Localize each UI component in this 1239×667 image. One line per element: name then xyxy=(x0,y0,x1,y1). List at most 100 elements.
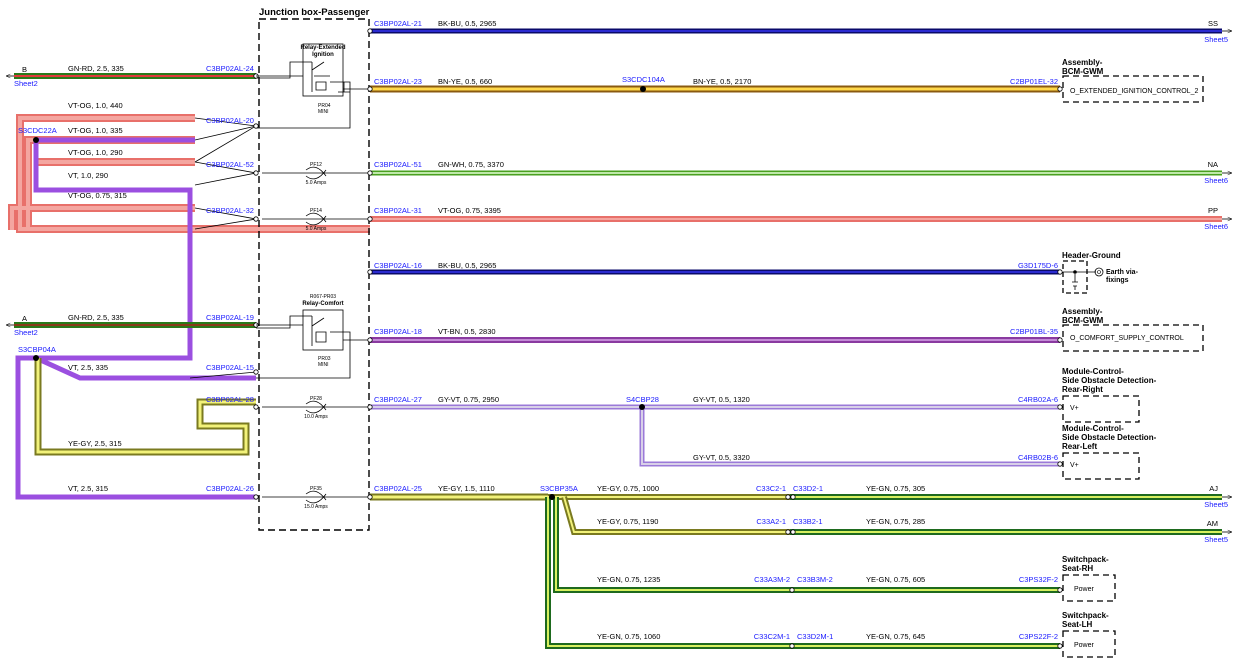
pin-label-20: C3BP02AL-20 xyxy=(206,116,254,125)
connector-label-c4rb6: C4RB02A-6 xyxy=(1018,395,1058,404)
wire-label-gn605: YE-GN, 0.75, 605 xyxy=(866,575,925,584)
connector-label-c33b3m2: C33B3M-2 xyxy=(797,575,833,584)
fuse-pf14-rating: 5.0 Amps xyxy=(306,226,327,232)
wire-label-w23a: BN-YE, 0.5, 660 xyxy=(438,77,492,86)
wires-right xyxy=(370,28,1222,649)
relay-extended-title-2: Ignition xyxy=(312,52,334,58)
wire-label-gn1235: YE-GN, 0.75, 1235 xyxy=(597,575,660,584)
wire-vt-og-group xyxy=(8,114,370,233)
splice-label-s2: S3CDC22A xyxy=(18,126,57,135)
ground-title: Header-Ground xyxy=(1062,251,1121,260)
wire-label-gn285: YE-GN, 0.75, 285 xyxy=(866,517,925,526)
pin-label-24: C3BP02AL-24 xyxy=(206,64,254,73)
seat-lh-pin-text: Power xyxy=(1074,642,1095,649)
connector-label-c2bp32: C2BP01EL-32 xyxy=(1010,77,1058,86)
fuse-pf12-id: PF12 xyxy=(310,162,322,168)
pin-label-26: C3BP02AL-26 xyxy=(206,484,254,493)
wires-left xyxy=(14,73,257,379)
pin-label-25: C3BP02AL-25 xyxy=(374,484,422,493)
pin-label-27: C3BP02AL-27 xyxy=(374,395,422,404)
connector-label-c2bp35: C2BP01BL-35 xyxy=(1010,327,1058,336)
offsheet-aj-sheet: Sheet5 xyxy=(1204,500,1228,509)
wire-label-vt290: VT-OG, 1.0, 290 xyxy=(68,148,123,157)
fuse-pf12: PF12 5.0 Amps xyxy=(262,162,370,186)
component-bcm-1: Assembly- BCM-GWM O_EXTENDED_IGNITION_CO… xyxy=(1062,58,1204,103)
earth-stud-icon xyxy=(1094,267,1104,277)
relay-comfort-size: MINI xyxy=(318,362,329,368)
pin-label-31: C3BP02AL-31 xyxy=(374,206,422,215)
offsheet-na-letter: NA xyxy=(1208,160,1218,169)
splice-dot-s2 xyxy=(33,137,39,143)
splice-label-s4: S4CBP28 xyxy=(626,395,659,404)
bcm2-title-2: BCM-GWM xyxy=(1062,316,1104,325)
component-sod-rr: Module-Control- Side Obstacle Detection-… xyxy=(1062,367,1157,423)
offsheet-na-sheet: Sheet6 xyxy=(1204,176,1228,185)
splice-label-s3: S3CBP04A xyxy=(18,345,56,354)
connectors: C2BP01EL-32 G3D175D-6 C2BP01BL-35 C4RB02… xyxy=(754,77,1063,649)
wire-label-w27: GY-VT, 0.75, 2950 xyxy=(438,395,499,404)
splice-label-s5: S3CBP35A xyxy=(540,484,578,493)
wire-label-w26: VT, 2.5, 315 xyxy=(68,484,108,493)
fuse-pf14-id: PF14 xyxy=(310,208,322,214)
connector-label-c33d2m1: C33D2M-1 xyxy=(797,632,833,641)
relay-comfort-code: PR03 xyxy=(318,356,331,362)
connector-label-c3ps32: C3PS32F-2 xyxy=(1019,575,1058,584)
offsheet-b-sheet: Sheet2 xyxy=(14,79,38,88)
seat-lh-title-2: Seat-LH xyxy=(1062,620,1092,629)
wire-label-w18: VT-BN, 0.5, 2830 xyxy=(438,327,496,336)
sod-rr-title-1: Module-Control- xyxy=(1062,367,1124,376)
wire-label-w19: GN-RD, 2.5, 335 xyxy=(68,313,124,322)
bcm2-pin-text: O_COMFORT_SUPPLY_CONTROL xyxy=(1070,335,1184,342)
bcm1-title-1: Assembly- xyxy=(1062,58,1103,67)
connector-label-c33c2m1: C33C2M-1 xyxy=(754,632,790,641)
connector-label-c3ps22: C3PS22F-2 xyxy=(1019,632,1058,641)
wire-label-w16: BK-BU, 0.5, 2965 xyxy=(438,261,496,270)
wire-label-w15: VT, 2.5, 335 xyxy=(68,363,108,372)
wire-ye-gy-group xyxy=(34,358,256,456)
splice-dot-s1 xyxy=(640,86,646,92)
offsheet-refs: B Sheet2 A Sheet2 SS Sheet5 NA Sheet6 PP… xyxy=(6,19,1232,544)
pin-label-32: C3BP02AL-32 xyxy=(206,206,254,215)
wire-label-ye1190: YE-GY, 0.75, 1190 xyxy=(597,517,658,526)
offsheet-aj-letter: AJ xyxy=(1209,484,1218,493)
component-sod-rl: Module-Control- Side Obstacle Detection-… xyxy=(1062,424,1157,480)
wire-label-w25: YE-GY, 1.5, 1110 xyxy=(438,484,495,493)
component-header-ground: Header-Ground Earth via- fixings xyxy=(1062,251,1139,294)
pin-label-51: C3BP02AL-51 xyxy=(374,160,422,169)
components: Assembly- BCM-GWM O_EXTENDED_IGNITION_CO… xyxy=(1062,58,1204,658)
pin-label-15: C3BP02AL-15 xyxy=(206,363,254,372)
fuse-pf35-id: PF35 xyxy=(310,486,322,492)
sod-rl-title-2: Side Obstacle Detection- xyxy=(1062,433,1157,442)
seat-lh-title-1: Switchpack- xyxy=(1062,611,1109,620)
bcm1-title-2: BCM-GWM xyxy=(1062,67,1104,76)
junction-box: Junction box-Passenger Relay-Extended Ig… xyxy=(253,7,373,531)
splice-dot-s4 xyxy=(639,404,645,410)
offsheet-pp-letter: PP xyxy=(1208,206,1218,215)
wire-label-ye315: YE-GY, 2.5, 315 xyxy=(68,439,122,448)
wire-label-vt1-290: VT, 1.0, 290 xyxy=(68,171,108,180)
wire-vt-group xyxy=(15,137,256,500)
connector-label-c33b2-1: C33B2-1 xyxy=(793,517,823,526)
sod-rl-pin-text: V+ xyxy=(1070,462,1079,469)
offsheet-pp-sheet: Sheet6 xyxy=(1204,222,1228,231)
pin-label-18: C3BP02AL-18 xyxy=(374,327,422,336)
component-seat-rh: Switchpack- Seat-RH Power xyxy=(1062,555,1116,602)
relay-comfort-title-top: R067-PR03 xyxy=(310,294,336,300)
splice-dot-s5 xyxy=(549,494,555,500)
wire-label-vt315: VT-OG, 0.75, 315 xyxy=(68,191,127,200)
seat-rh-title-1: Switchpack- xyxy=(1062,555,1109,564)
fuse-pf35-rating: 15.0 Amps xyxy=(304,504,328,510)
wire-label-w23b: BN-YE, 0.5, 2170 xyxy=(693,77,751,86)
component-bcm-2: Assembly- BCM-GWM O_COMFORT_SUPPLY_CONTR… xyxy=(1062,307,1204,352)
fuse-pf12-rating: 5.0 Amps xyxy=(306,180,327,186)
pin-labels: C3BP02AL-21 C3BP02AL-24 C3BP02AL-23 C3BP… xyxy=(206,19,422,493)
sod-rr-pin-text: V+ xyxy=(1070,405,1079,412)
component-seat-lh: Switchpack- Seat-LH Power xyxy=(1062,611,1116,658)
bcm2-title-1: Assembly- xyxy=(1062,307,1103,316)
relay-comfort-title: Relay-Comfort xyxy=(302,301,343,307)
pin-label-21: C3BP02AL-21 xyxy=(374,19,422,28)
wire-label-gn305: YE-GN, 0.75, 305 xyxy=(866,484,925,493)
relay-extended-box xyxy=(302,43,344,97)
pin-label-23: C3BP02AL-23 xyxy=(374,77,422,86)
